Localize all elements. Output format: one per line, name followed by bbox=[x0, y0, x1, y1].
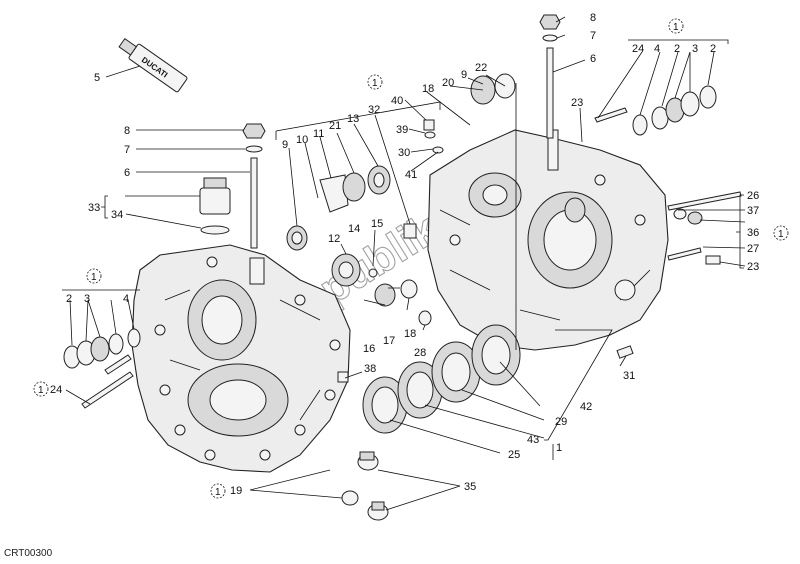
callout-41: 41 bbox=[405, 169, 417, 181]
callout-8: 8 bbox=[124, 125, 130, 137]
callout-33: 33 bbox=[88, 202, 100, 214]
main-bearings bbox=[362, 324, 634, 434]
breather-assembly bbox=[199, 177, 231, 235]
callout-37: 37 bbox=[747, 205, 759, 217]
callout-25: 25 bbox=[508, 449, 520, 461]
callout-8-right: 8 bbox=[590, 12, 596, 24]
callout-31: 31 bbox=[623, 370, 635, 382]
callout-5: 5 bbox=[94, 72, 100, 84]
group-marker-right-bolts: 1 bbox=[778, 229, 784, 240]
callout-34: 34 bbox=[111, 209, 123, 221]
callout-6: 6 bbox=[124, 167, 130, 179]
callout-2-right-b: 2 bbox=[710, 43, 716, 55]
callout-20: 20 bbox=[442, 77, 454, 89]
bottom-fittings bbox=[341, 451, 389, 521]
right-stud-assembly bbox=[539, 14, 561, 139]
callout-40: 40 bbox=[391, 95, 403, 107]
callout-22: 22 bbox=[475, 62, 487, 74]
group-marker-left-bearings: 1 bbox=[91, 272, 97, 283]
callout-2-right-a: 2 bbox=[674, 43, 680, 55]
left-bearing-set bbox=[63, 328, 141, 409]
callout-7: 7 bbox=[124, 144, 130, 156]
callout-30: 30 bbox=[398, 147, 410, 159]
callout-19: 19 bbox=[230, 485, 242, 497]
right-crankcase-half bbox=[427, 129, 669, 351]
callout-14: 14 bbox=[348, 223, 360, 235]
group-marker-right-bearings: 1 bbox=[673, 22, 679, 33]
callout-6-right: 6 bbox=[590, 53, 596, 65]
group-markers: 1 1 1 1 1 1 bbox=[33, 18, 789, 499]
callout-7-right: 7 bbox=[590, 30, 596, 42]
right-side-bolts bbox=[667, 191, 742, 265]
callout-23: 23 bbox=[571, 97, 583, 109]
group-marker-center: 1 bbox=[372, 78, 378, 89]
callout-23-right: 23 bbox=[747, 261, 759, 273]
callout-43: 43 bbox=[527, 434, 539, 446]
callout-18-lower: 18 bbox=[404, 328, 416, 340]
callout-39: 39 bbox=[396, 124, 408, 136]
callout-13: 13 bbox=[347, 113, 359, 125]
center-small-parts bbox=[286, 73, 586, 383]
callout-3-right: 3 bbox=[692, 43, 698, 55]
callout-29: 29 bbox=[555, 416, 567, 428]
callout-12: 12 bbox=[328, 233, 340, 245]
callout-18: 18 bbox=[422, 83, 434, 95]
group-marker-bottom: 1 bbox=[215, 487, 221, 498]
callout-9-right: 9 bbox=[461, 69, 467, 81]
callout-28: 28 bbox=[414, 347, 426, 359]
callout-42: 42 bbox=[580, 401, 592, 413]
callout-17: 17 bbox=[383, 335, 395, 347]
callout-10: 10 bbox=[296, 134, 308, 146]
callout-4-right: 4 bbox=[654, 43, 660, 55]
left-stud-assembly bbox=[242, 123, 266, 249]
callout-16: 16 bbox=[363, 343, 375, 355]
group-marker-left-bolts: 1 bbox=[38, 385, 44, 396]
callout-9: 9 bbox=[282, 139, 288, 151]
leader-lines bbox=[62, 16, 746, 511]
left-crankcase-half bbox=[131, 244, 351, 473]
diagram-reference-code: CRT00300 bbox=[4, 548, 53, 559]
callout-labels: 5 8 7 6 33 34 2 3 4 24 9 10 11 21 13 32 … bbox=[50, 12, 759, 497]
callout-36: 36 bbox=[747, 227, 759, 239]
callout-32: 32 bbox=[368, 104, 380, 116]
callout-35: 35 bbox=[464, 481, 476, 493]
callout-24: 24 bbox=[50, 384, 62, 396]
callout-38: 38 bbox=[364, 363, 376, 375]
callout-27: 27 bbox=[747, 243, 759, 255]
callout-3: 3 bbox=[84, 293, 90, 305]
callout-2: 2 bbox=[66, 293, 72, 305]
callout-11: 11 bbox=[313, 128, 324, 140]
callout-26: 26 bbox=[747, 190, 759, 202]
callout-21: 21 bbox=[329, 120, 341, 132]
callout-15: 15 bbox=[371, 218, 383, 230]
callout-24-right: 24 bbox=[632, 43, 644, 55]
sealant-tube: DUCATI bbox=[118, 37, 188, 93]
right-bearing-set bbox=[594, 85, 717, 136]
callout-1: 1 bbox=[556, 442, 562, 454]
callout-4: 4 bbox=[123, 293, 129, 305]
